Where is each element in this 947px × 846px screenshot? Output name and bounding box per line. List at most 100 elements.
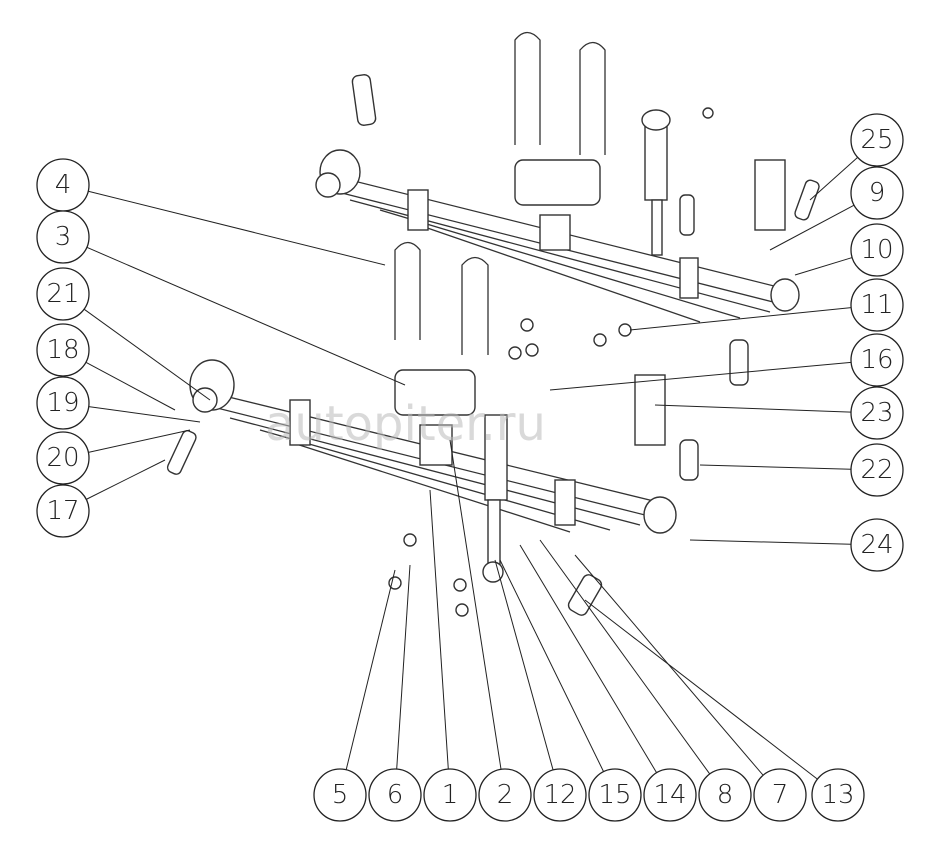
callout-16: 16 [850, 333, 904, 387]
callout-12: 12 [533, 768, 587, 822]
parts-drawing: autopiter.ru [166, 31, 820, 617]
upper-leaf-spring [315, 149, 800, 323]
leader-line [88, 429, 191, 453]
callout-label: 6 [387, 780, 404, 810]
leader-line [794, 257, 853, 276]
callout-circle [36, 484, 90, 538]
callout-24: 24 [850, 518, 904, 572]
callout-circle [36, 323, 90, 377]
leader-line [499, 559, 605, 772]
callout-label: 10 [860, 235, 893, 265]
watermark: autopiter.ru [265, 396, 546, 452]
leader-line [809, 156, 858, 201]
leader-line [654, 404, 852, 413]
callout-label: 19 [46, 388, 79, 418]
callout-circle [850, 278, 904, 332]
callout-7: 7 [753, 768, 807, 822]
callout-25: 25 [850, 113, 904, 167]
callout-label: 22 [860, 455, 893, 485]
callout-circle [811, 768, 865, 822]
leader-line [83, 308, 211, 401]
callout-11: 11 [850, 278, 904, 332]
leader-line [539, 539, 711, 775]
nuts [388, 107, 714, 617]
callout-circle [36, 267, 90, 321]
callout-10: 10 [850, 223, 904, 277]
callout-14: 14 [643, 768, 697, 822]
callout-4: 4 [36, 158, 90, 212]
leader-line [88, 190, 386, 266]
callout-label: 16 [860, 345, 893, 375]
callout-label: 24 [860, 530, 893, 560]
callout-circle [698, 768, 752, 822]
callout-8: 8 [698, 768, 752, 822]
leader-line [86, 246, 406, 386]
lower-leaf-spring [189, 359, 677, 534]
callout-label: 21 [46, 279, 79, 309]
callout-23: 23 [850, 386, 904, 440]
callout-13: 13 [811, 768, 865, 822]
leader-line [629, 307, 852, 331]
callout-circle [533, 768, 587, 822]
callout-circle [850, 166, 904, 220]
callout-circle [643, 768, 697, 822]
callout-circle [313, 768, 367, 822]
callout-label: 23 [860, 398, 893, 428]
callout-label: 11 [860, 290, 893, 320]
callout-label: 25 [860, 125, 893, 155]
callout-21: 21 [36, 267, 90, 321]
callout-circle [850, 113, 904, 167]
callout-circle [850, 518, 904, 572]
callout-circle [36, 376, 90, 430]
u-bolts [394, 31, 606, 355]
leader-line [769, 204, 855, 251]
callout-circle [36, 431, 90, 485]
callout-circle [850, 333, 904, 387]
callout-label: 4 [55, 170, 72, 200]
callout-circle [368, 768, 422, 822]
callout-2: 2 [478, 768, 532, 822]
callout-circle [423, 768, 477, 822]
leader-line [689, 539, 852, 545]
callout-circle [478, 768, 532, 822]
callout-22: 22 [850, 443, 904, 497]
callout-6: 6 [368, 768, 422, 822]
callout-label: 12 [543, 780, 576, 810]
callout-label: 2 [497, 780, 514, 810]
leader-line [584, 599, 818, 780]
callout-circle [850, 223, 904, 277]
callout-label: 8 [717, 780, 734, 810]
callout-label: 3 [55, 222, 72, 252]
callout-18: 18 [36, 323, 90, 377]
callout-circle [850, 443, 904, 497]
leader-line [85, 361, 176, 411]
lower-shock-absorber [482, 414, 508, 583]
callout-19: 19 [36, 376, 90, 430]
callout-label: 7 [772, 780, 789, 810]
callout-label: 5 [332, 780, 349, 810]
leader-line [699, 464, 852, 470]
callout-circle [588, 768, 642, 822]
callout-3: 3 [36, 210, 90, 264]
leader-line [88, 406, 201, 423]
callout-label: 15 [598, 780, 631, 810]
leader-line [549, 361, 852, 391]
leader-line [429, 489, 449, 770]
callout-label: 9 [869, 178, 886, 208]
callout-1: 1 [423, 768, 477, 822]
leader-line [396, 564, 411, 770]
leader-line [86, 459, 166, 500]
leader-line [345, 569, 396, 770]
callout-20: 20 [36, 431, 90, 485]
callout-circle [753, 768, 807, 822]
leader-line [449, 439, 502, 770]
callout-label: 17 [46, 496, 79, 526]
callout-9: 9 [850, 166, 904, 220]
callout-circle [36, 210, 90, 264]
callout-15: 15 [588, 768, 642, 822]
callout-label: 1 [442, 780, 459, 810]
callout-label: 18 [46, 335, 79, 365]
callout-5: 5 [313, 768, 367, 822]
